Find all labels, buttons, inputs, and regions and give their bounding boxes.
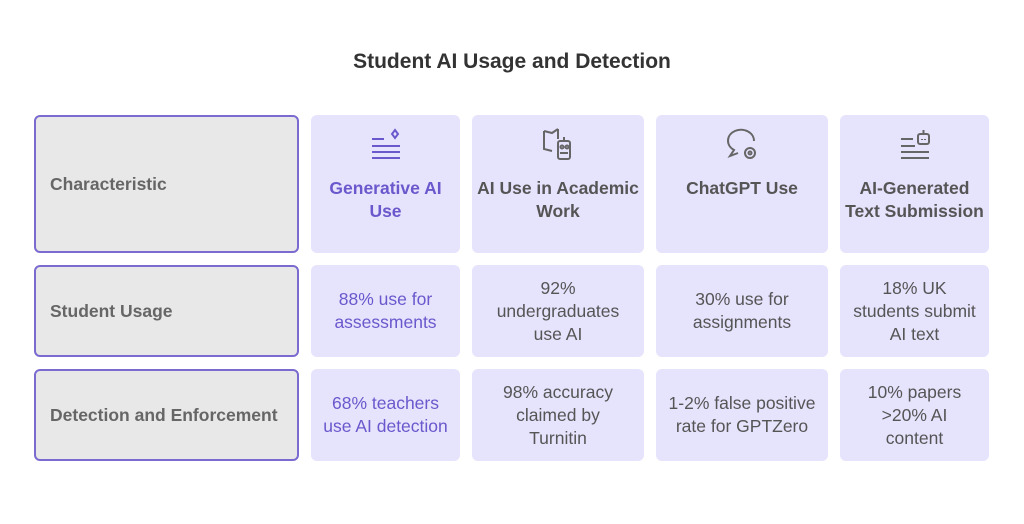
- column-header-chatgpt: ChatGPT Use: [656, 115, 828, 253]
- row-header-detection: Detection and Enforcement: [34, 369, 299, 461]
- text-robot-icon: [900, 130, 930, 159]
- column-header-generative-ai: Generative AI Use: [311, 115, 460, 253]
- table-cell: 98% accuracy claimed by Turnitin: [472, 369, 644, 461]
- table-cell: 30% use for assignments: [656, 265, 828, 357]
- column-header-label: Generative AI Use: [329, 178, 442, 221]
- table-cell: 88% use for assessments: [311, 265, 460, 357]
- column-header-label: AI-Generated Text Submission: [845, 178, 984, 221]
- chat-gear-icon: [727, 128, 756, 159]
- table-cell: 18% UK students submit AI text: [840, 265, 989, 357]
- sparkle-text-icon: [371, 128, 400, 159]
- book-robot-icon: [543, 128, 571, 160]
- table-cell: 10% papers >20% AI content: [840, 369, 989, 461]
- table-cell: 1-2% false positive rate for GPTZero: [656, 369, 828, 461]
- column-header-ai-text: AI-Generated Text Submission: [840, 115, 989, 253]
- table-cell: 68% teachers use AI detection: [311, 369, 460, 461]
- page-title: Student AI Usage and Detection: [353, 50, 671, 73]
- column-header-label: ChatGPT Use: [686, 178, 798, 198]
- row-header-characteristic: Characteristic: [34, 115, 299, 253]
- row-header-student-usage: Student Usage: [34, 265, 299, 357]
- table-cell: 92% undergraduates use AI: [472, 265, 644, 357]
- column-header-label: AI Use in Academic Work: [477, 178, 639, 221]
- column-header-academic-work: AI Use in Academic Work: [472, 115, 644, 253]
